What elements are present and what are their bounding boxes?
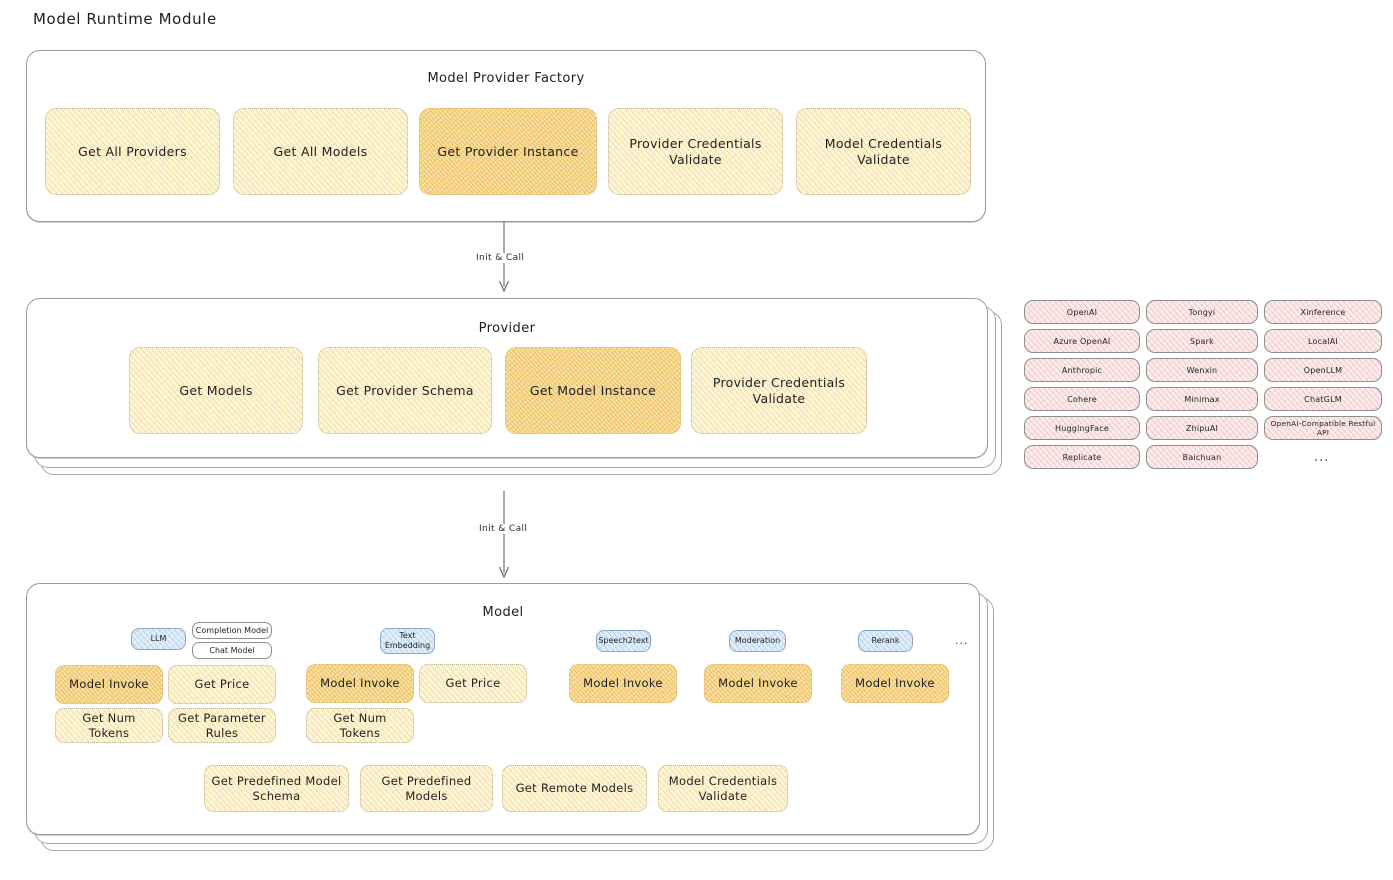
model-badge-llm[interactable]: LLM [131, 628, 186, 650]
provider-pill-anthropic[interactable]: Anthropic [1024, 358, 1140, 382]
model-groups-ellipsis: ... [955, 634, 969, 647]
model-shared-get-predefined-model-schema[interactable]: Get Predefined Model Schema [204, 765, 349, 812]
provider-item-get-model-instance[interactable]: Get Model Instance [505, 347, 681, 434]
factory-item-get-all-providers[interactable]: Get All Providers [45, 108, 220, 195]
provider-list-ellipsis: ... [1314, 450, 1330, 465]
model-shared-get-remote-models[interactable]: Get Remote Models [502, 765, 647, 812]
provider-pill-cohere[interactable]: Cohere [1024, 387, 1140, 411]
model-shared-model-credentials-validate[interactable]: Model Credentials Validate [658, 765, 788, 812]
model-item-rerank-model-invoke[interactable]: Model Invoke [841, 664, 949, 703]
model-badge-speech2text[interactable]: Speech2text [596, 630, 651, 652]
provider-item-provider-credentials-validate[interactable]: Provider Credentials Validate [691, 347, 867, 434]
provider-pill-openai-compatible-restful-api[interactable]: OpenAI-Compatible Restful API [1264, 416, 1382, 440]
factory-item-provider-credentials-validate[interactable]: Provider Credentials Validate [608, 108, 783, 195]
model-item-llm-model-invoke[interactable]: Model Invoke [55, 665, 163, 704]
model-item-moderation-model-invoke[interactable]: Model Invoke [704, 664, 812, 703]
panel-provider: Provider Get Models Get Provider Schema … [26, 298, 988, 458]
provider-pill-wenxin[interactable]: Wenxin [1146, 358, 1258, 382]
model-title: Model [482, 605, 524, 620]
factory-title: Model Provider Factory [427, 71, 585, 86]
factory-item-model-credentials-validate[interactable]: Model Credentials Validate [796, 108, 971, 195]
model-shared-get-predefined-models[interactable]: Get Predefined Models [360, 765, 493, 812]
provider-pill-tongyi[interactable]: Tongyi [1146, 300, 1258, 324]
panel-model-provider-factory: Model Provider Factory Get All Providers… [26, 50, 986, 222]
model-badge-rerank[interactable]: Rerank [858, 630, 913, 652]
model-item-text-embedding-get-num-tokens[interactable]: Get Num Tokens [306, 708, 414, 743]
page-title: Model Runtime Module [33, 10, 217, 28]
provider-pill-chatglm[interactable]: ChatGLM [1264, 387, 1382, 411]
model-item-text-embedding-get-price[interactable]: Get Price [419, 664, 527, 703]
model-badge-moderation[interactable]: Moderation [729, 630, 786, 652]
provider-title: Provider [478, 321, 536, 336]
model-item-speech2text-model-invoke[interactable]: Model Invoke [569, 664, 677, 703]
provider-pill-replicate[interactable]: Replicate [1024, 445, 1140, 469]
model-subbox-completion-model[interactable]: Completion Model [192, 622, 272, 639]
provider-pill-huggingface[interactable]: HuggingFace [1024, 416, 1140, 440]
connector-label-init-call-2: Init & Call [475, 524, 532, 534]
arrow-down-icon [498, 491, 510, 579]
provider-pill-baichuan[interactable]: Baichuan [1146, 445, 1258, 469]
provider-pill-spark[interactable]: Spark [1146, 329, 1258, 353]
connector-provider-to-model [498, 491, 510, 583]
provider-pill-azure-openai[interactable]: Azure OpenAI [1024, 329, 1140, 353]
provider-pill-localai[interactable]: LocalAI [1264, 329, 1382, 353]
provider-pill-openllm[interactable]: OpenLLM [1264, 358, 1382, 382]
model-item-llm-get-num-tokens[interactable]: Get Num Tokens [55, 708, 163, 743]
model-badge-text-embedding[interactable]: Text Embedding [380, 628, 435, 654]
provider-pill-openai[interactable]: OpenAI [1024, 300, 1140, 324]
provider-pill-minimax[interactable]: Minimax [1146, 387, 1258, 411]
factory-item-get-provider-instance[interactable]: Get Provider Instance [419, 108, 597, 195]
model-item-llm-get-price[interactable]: Get Price [168, 665, 276, 704]
provider-item-get-provider-schema[interactable]: Get Provider Schema [318, 347, 492, 434]
model-item-text-embedding-model-invoke[interactable]: Model Invoke [306, 664, 414, 703]
provider-item-get-models[interactable]: Get Models [129, 347, 303, 434]
provider-pill-xinference[interactable]: Xinference [1264, 300, 1382, 324]
model-item-llm-get-parameter-rules[interactable]: Get Parameter Rules [168, 708, 276, 743]
factory-item-get-all-models[interactable]: Get All Models [233, 108, 408, 195]
provider-pill-zhipuai[interactable]: ZhipuAI [1146, 416, 1258, 440]
panel-model: Model LLM Completion Model Chat Model Mo… [26, 583, 980, 835]
model-subbox-chat-model[interactable]: Chat Model [192, 642, 272, 659]
connector-label-init-call-1: Init & Call [472, 253, 529, 263]
provider-list: OpenAI Azure OpenAI Anthropic Cohere Hug… [1024, 300, 1384, 475]
